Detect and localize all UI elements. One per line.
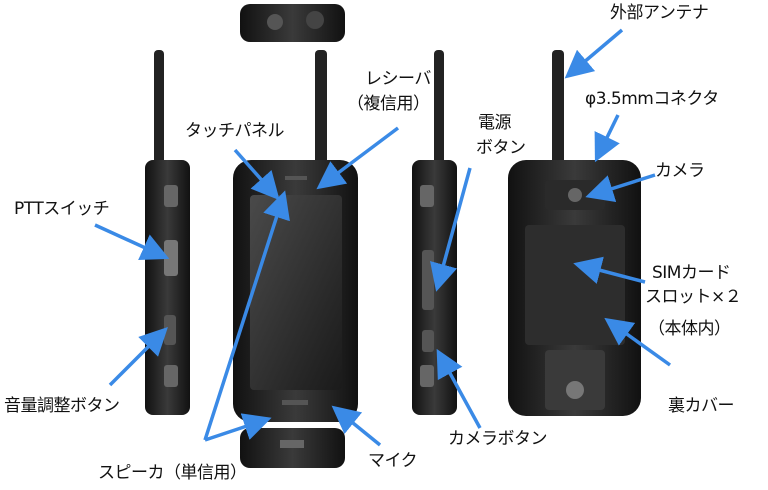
label-mic: マイク bbox=[368, 451, 418, 471]
arrow-mic bbox=[331, 405, 382, 447]
arrow-speaker-top bbox=[203, 190, 290, 441]
label-power-2: ボタン bbox=[476, 138, 526, 158]
label-speaker: スピーカ（単信用） bbox=[98, 463, 247, 483]
label-receiver-2: （複信用） bbox=[347, 94, 430, 114]
top-view bbox=[240, 4, 345, 42]
label-camera: カメラ bbox=[655, 161, 705, 181]
arrow-touch-panel bbox=[233, 148, 280, 201]
bottom-view bbox=[240, 428, 345, 468]
front-view bbox=[233, 50, 358, 422]
label-external-antenna: 外部アンテナ bbox=[610, 3, 709, 23]
back-view bbox=[508, 50, 641, 416]
arrow-ptt bbox=[94, 223, 170, 261]
label-ptt: PTTスイッチ bbox=[14, 199, 110, 219]
arrow-back-cover bbox=[604, 317, 672, 367]
arrow-connector bbox=[594, 114, 620, 163]
arrow-camera bbox=[585, 173, 656, 202]
label-touch-panel: タッチパネル bbox=[185, 121, 285, 141]
callout-arrows bbox=[94, 28, 672, 447]
label-receiver-1: レシーバ bbox=[365, 69, 431, 89]
label-camera-button: カメラボタン bbox=[448, 429, 548, 449]
label-volume: 音量調整ボタン bbox=[4, 396, 120, 416]
arrow-volume bbox=[108, 327, 168, 387]
label-sim-3: （本体内） bbox=[648, 319, 731, 339]
arrow-antenna bbox=[564, 28, 624, 79]
label-power-1: 電源 bbox=[478, 113, 512, 133]
label-back-cover: 裏カバー bbox=[668, 396, 735, 416]
arrow-camera-button bbox=[436, 348, 482, 429]
label-sim-2: スロット×２ bbox=[645, 287, 742, 307]
arrow-sim bbox=[573, 256, 646, 284]
arrow-receiver bbox=[316, 126, 400, 190]
arrow-power bbox=[430, 167, 472, 292]
label-sim-1: SIMカード bbox=[652, 263, 731, 283]
arrow-speaker-bottom bbox=[204, 413, 272, 442]
label-connector: φ3.5mmコネクタ bbox=[585, 89, 719, 109]
left-side-view bbox=[145, 50, 190, 415]
